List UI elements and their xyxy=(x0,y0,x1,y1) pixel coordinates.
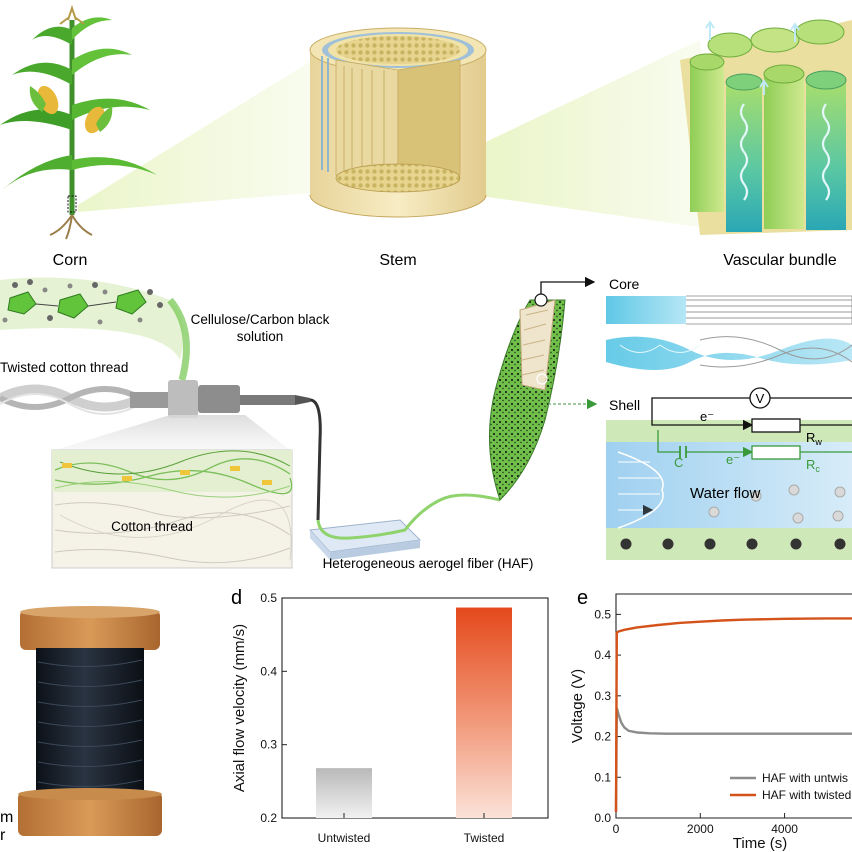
chart-e-ytick-label: 0.3 xyxy=(594,689,611,703)
label-electron-top: e⁻ xyxy=(700,409,714,424)
magnify-beam-corn-stem xyxy=(78,40,345,212)
spool-label-fragment-1: m xyxy=(0,809,13,826)
vascular-bundle-illustration xyxy=(680,19,852,235)
chart-e-voltage-time: 0.0 0.1 0.2 0.3 0.4 0.5 0 2000 4000 HAF with untw… xyxy=(569,593,852,852)
spool-label-fragment-2: r xyxy=(0,827,6,844)
twisted-thread-illustration xyxy=(0,384,143,415)
chart-d-bar-untwisted xyxy=(316,768,372,818)
core-callout-arrow xyxy=(540,276,596,294)
magnify-beam-stem-bundle xyxy=(410,40,720,230)
chart-d-ytick-label: 0.5 xyxy=(260,591,277,605)
chart-d-xtick-label: Untwisted xyxy=(318,831,371,845)
shell-circuit-illustration xyxy=(606,387,852,560)
label-water-flow: Water flow xyxy=(690,485,760,502)
chart-e-ylabel: Voltage (V) xyxy=(569,669,586,743)
label-corn: Corn xyxy=(53,252,88,269)
chart-d-ytick-label: 0.2 xyxy=(260,811,277,825)
panel-label-e: e xyxy=(577,587,588,609)
cotton-thread-magnified xyxy=(51,449,293,569)
magnify-beam-nozzle xyxy=(55,415,290,450)
panel-top-bioinspiration: Corn Stem xyxy=(0,4,852,269)
chart-e-xtick-label: 0 xyxy=(613,822,620,836)
label-cellulose-solution-1: Cellulose/Carbon black xyxy=(191,312,330,327)
chart-e-legend-label: HAF with untwis xyxy=(762,771,848,785)
label-stem: Stem xyxy=(379,252,416,269)
label-twisted-cotton-thread: Twisted cotton thread xyxy=(0,360,128,375)
chart-d-ytick-label: 0.4 xyxy=(260,664,277,678)
label-voltmeter: V xyxy=(756,391,765,406)
label-vascular-bundle: Vascular bundle xyxy=(723,252,837,269)
label-capacitor: C xyxy=(674,455,683,470)
chart-e-ytick-label: 0.1 xyxy=(594,770,611,784)
label-resistor-w: Rw xyxy=(806,430,822,447)
chart-e-ytick-label: 0.4 xyxy=(594,648,611,662)
label-shell: Shell xyxy=(609,397,640,413)
chart-d-bar-twisted xyxy=(456,607,512,818)
chart-e-ytick-label: 0.2 xyxy=(594,730,611,744)
chart-e-xlabel: Time (s) xyxy=(733,835,787,852)
label-cotton-thread: Cotton thread xyxy=(111,519,193,534)
panel-label-d: d xyxy=(231,587,242,609)
chart-e-ytick-label: 0.5 xyxy=(594,607,611,621)
spinning-nozzle-illustration xyxy=(130,380,322,521)
haf-spool-photo xyxy=(0,600,200,852)
label-haf: Heterogeneous aerogel fiber (HAF) xyxy=(323,556,534,571)
corn-plant-illustration xyxy=(0,4,157,240)
label-resistor-c: Rc xyxy=(806,457,820,474)
stem-cross-section-illustration xyxy=(309,27,487,218)
chart-d-xtick-label: Twisted xyxy=(464,831,505,845)
chart-e-xtick-label: 4000 xyxy=(771,822,798,836)
coagulation-bath-illustration xyxy=(308,493,501,560)
haf-fiber-illustration xyxy=(489,293,566,501)
chart-d-ylabel: Axial flow velocity (mm/s) xyxy=(231,624,248,792)
cellulose-molecule-illustration xyxy=(0,277,190,381)
core-strand-illustration xyxy=(606,295,852,370)
label-core: Core xyxy=(609,276,640,292)
chart-e-legend-label: HAF with twisted xyxy=(762,788,851,802)
chart-e-ytick-label: 0.0 xyxy=(594,811,611,825)
label-cellulose-solution-2: solution xyxy=(237,329,284,344)
label-electron-bottom: e⁻ xyxy=(726,452,740,467)
chart-e-series-line-0 xyxy=(614,707,852,812)
chart-e-xtick-label: 2000 xyxy=(687,822,714,836)
chart-d-frame xyxy=(281,597,549,819)
chart-d-ytick-label: 0.3 xyxy=(260,738,277,752)
panel-fabrication: Cellulose/Carbon black solution Twisted … xyxy=(0,276,852,571)
